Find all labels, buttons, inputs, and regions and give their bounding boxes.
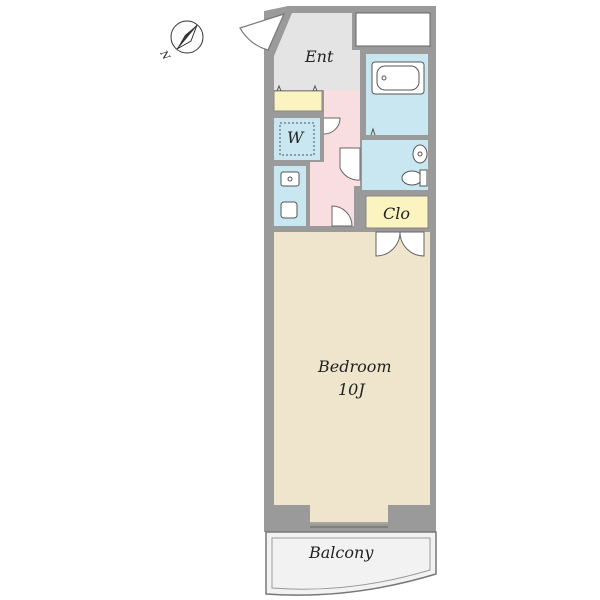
tub-drain [381,75,387,81]
shelf-marks [276,84,318,92]
closet [365,195,429,229]
vanity-basin [280,201,298,219]
washer-label: W [287,128,304,147]
closet-label: Clo [383,204,410,223]
toilet-bowl [401,170,423,186]
entrance-floor [274,13,360,90]
shoe-shelf [273,90,323,112]
closet-door-swing [375,231,425,257]
bedroom-door-swing [331,205,353,227]
hallway-floor [310,90,360,226]
sink-drain [287,176,293,182]
toilet-tank [419,169,428,187]
toilet-door-swing [339,147,361,181]
entrance-label: Ent [305,47,334,66]
washer-door-swing [323,117,341,135]
vanity-sink [280,171,300,187]
balcony-rail [271,537,431,590]
entrance-door-swing [239,13,286,51]
north-arrow-icon [170,20,204,54]
toilet-sink-drain [417,151,423,157]
balcony-floor [265,531,437,596]
toilet-sink [412,144,428,164]
balcony-label: Balcony [309,543,374,562]
washer-space [274,118,320,160]
bedroom-label: Bedroom [318,357,392,376]
washer-pan [279,122,315,156]
bath-door-marks [370,127,376,136]
storage-box [355,12,431,47]
bedroom-size-label: 10J [338,380,365,399]
bedroom-floor [274,232,430,524]
bathtub-basin [376,65,420,91]
